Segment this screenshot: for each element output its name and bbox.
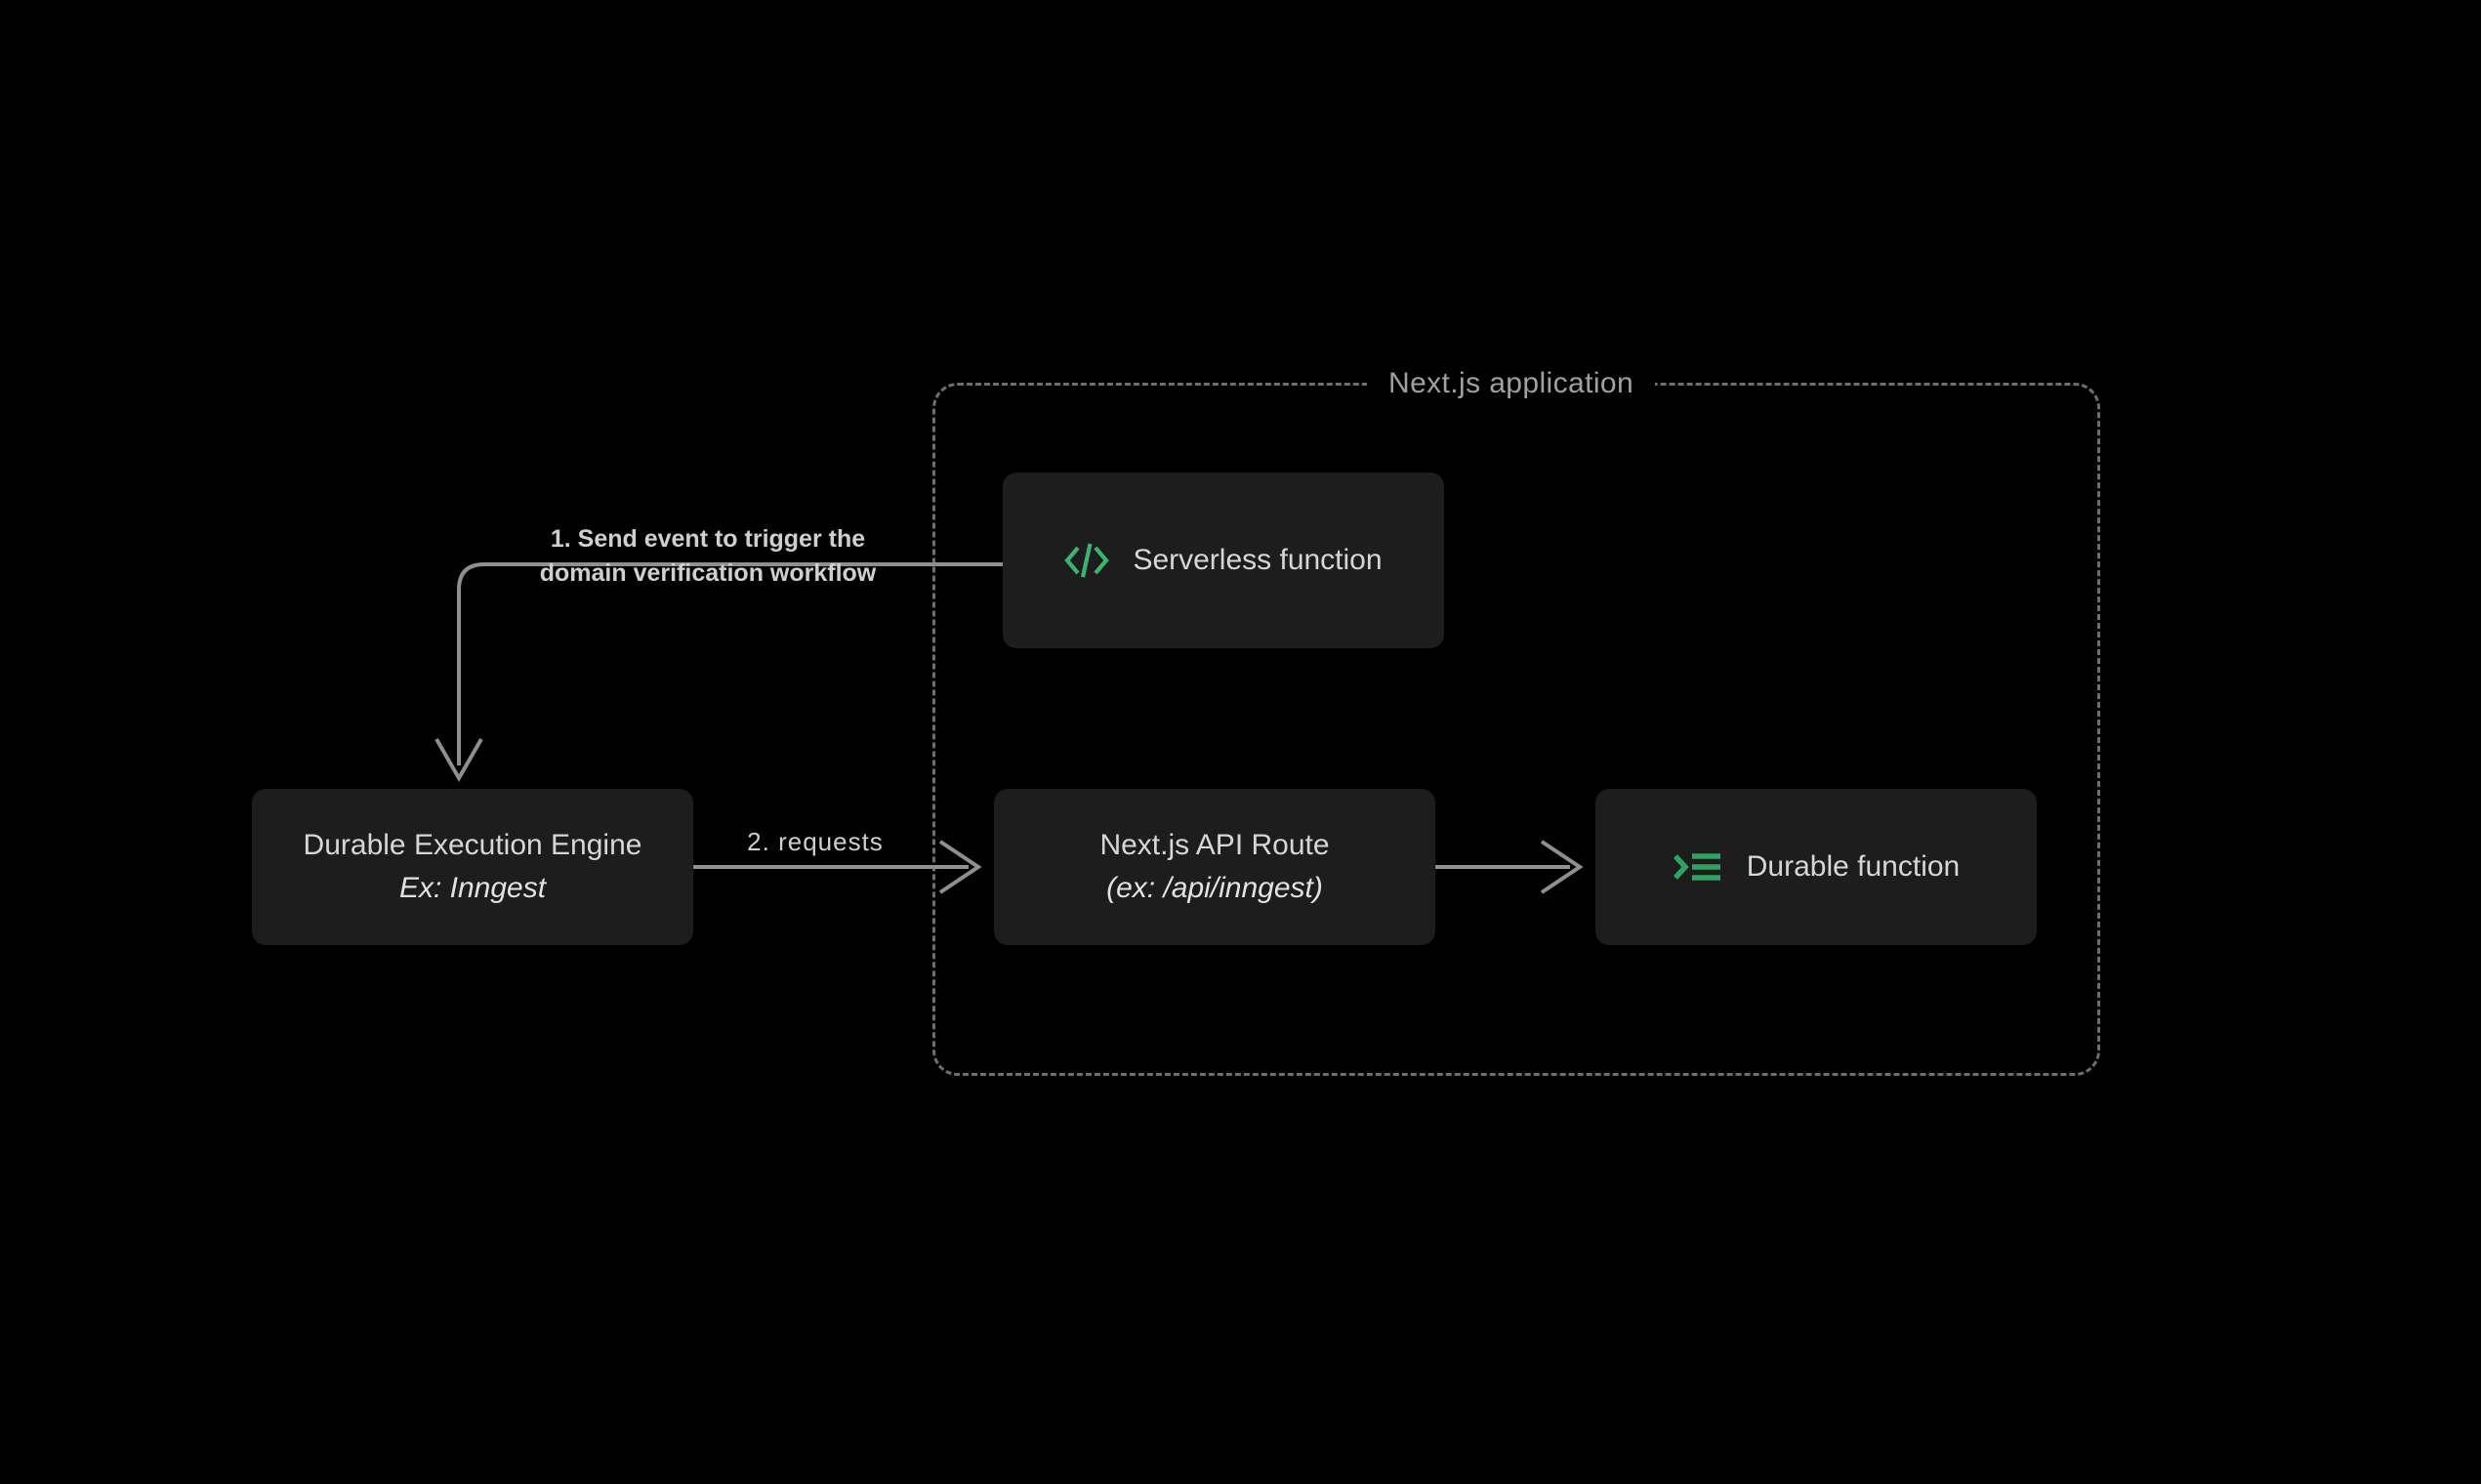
node-nextjs-api-route-text: Next.js API Route (ex: /api/inngest) [1099,826,1329,907]
edge-step-1-arrowhead [434,738,483,783]
node-durable-function-row: Durable function [1673,847,1960,886]
node-nextjs-api-route-subtitle: (ex: /api/inngest) [1106,872,1323,904]
node-durable-function-label: Durable function [1746,850,1961,883]
node-serverless-function[interactable]: Serverless function [1003,473,1444,648]
edge-label-step-1-line-1: 1. Send event to trigger the [550,525,866,553]
edge-label-step-1-line-2: domain verification workflow [539,558,877,587]
node-serverless-function-label: Serverless function [1133,544,1383,576]
node-durable-execution-engine[interactable]: Durable Execution Engine Ex: Inngest [252,789,693,945]
node-durable-function[interactable]: Durable function [1595,789,2037,945]
edge-label-step-2-line-1: 2. requests [747,827,884,856]
node-serverless-function-row: Serverless function [1064,541,1383,580]
terminal-list-icon [1673,853,1720,881]
node-nextjs-api-route[interactable]: Next.js API Route (ex: /api/inngest) [994,789,1435,945]
node-durable-execution-engine-text: Durable Execution Engine Ex: Inngest [304,826,642,907]
node-durable-execution-engine-subtitle: Ex: Inngest [398,872,547,904]
node-nextjs-api-route-title: Next.js API Route [1099,829,1330,862]
edge-label-step-1: 1. Send event to trigger the domain veri… [517,522,898,590]
node-durable-execution-engine-title: Durable Execution Engine [303,829,642,862]
edge-step-1 [434,562,1003,783]
group-label-nextjs-application: Next.js application [1367,361,1656,406]
edge-label-step-2: 2. requests [718,825,913,860]
code-brackets-icon [1064,543,1110,578]
edge-step-1-path [457,562,1003,765]
